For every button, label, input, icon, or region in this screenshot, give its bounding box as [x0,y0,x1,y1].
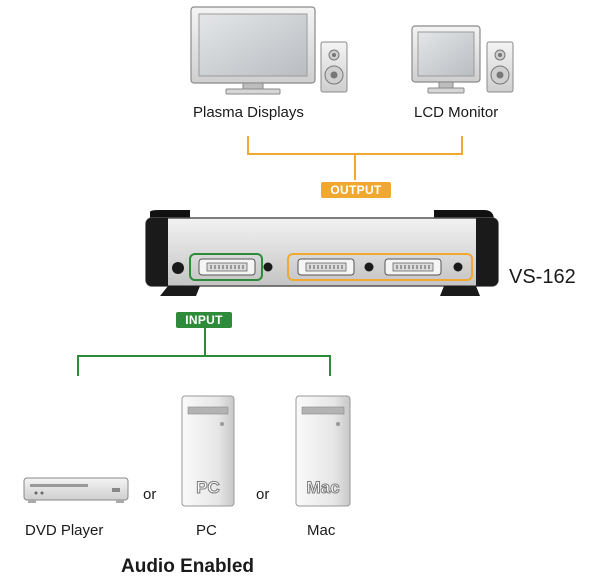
lcd-monitor-label: LCD Monitor [414,104,499,121]
dvd-player-label: DVD Player [25,522,104,539]
input-connector-lines [77,328,331,376]
output-tag: OUTPUT [321,182,391,198]
plasma-display-icon [190,6,316,95]
audio-enabled-caption: Audio Enabled [121,556,254,577]
pc-badge: PC [196,478,221,498]
or-separator: or [256,486,270,503]
lcd-monitor-icon [411,25,481,94]
pc-tower-icon [181,395,235,507]
speaker-icon [486,41,514,93]
device-model-label: VS-162 [509,266,576,288]
output-connector-lines [247,136,463,180]
mac-badge: Mac [306,478,340,498]
output-ports [287,253,473,281]
dvd-player-icon [23,477,129,503]
input-tag: INPUT [176,312,232,328]
plasma-displays-label: Plasma Displays [193,104,304,121]
pc-label: PC [196,522,217,539]
input-port [189,253,273,281]
speaker-icon [320,41,348,93]
mac-tower-icon [295,395,351,507]
or-separator: or [143,486,157,503]
mac-label: Mac [307,522,336,539]
